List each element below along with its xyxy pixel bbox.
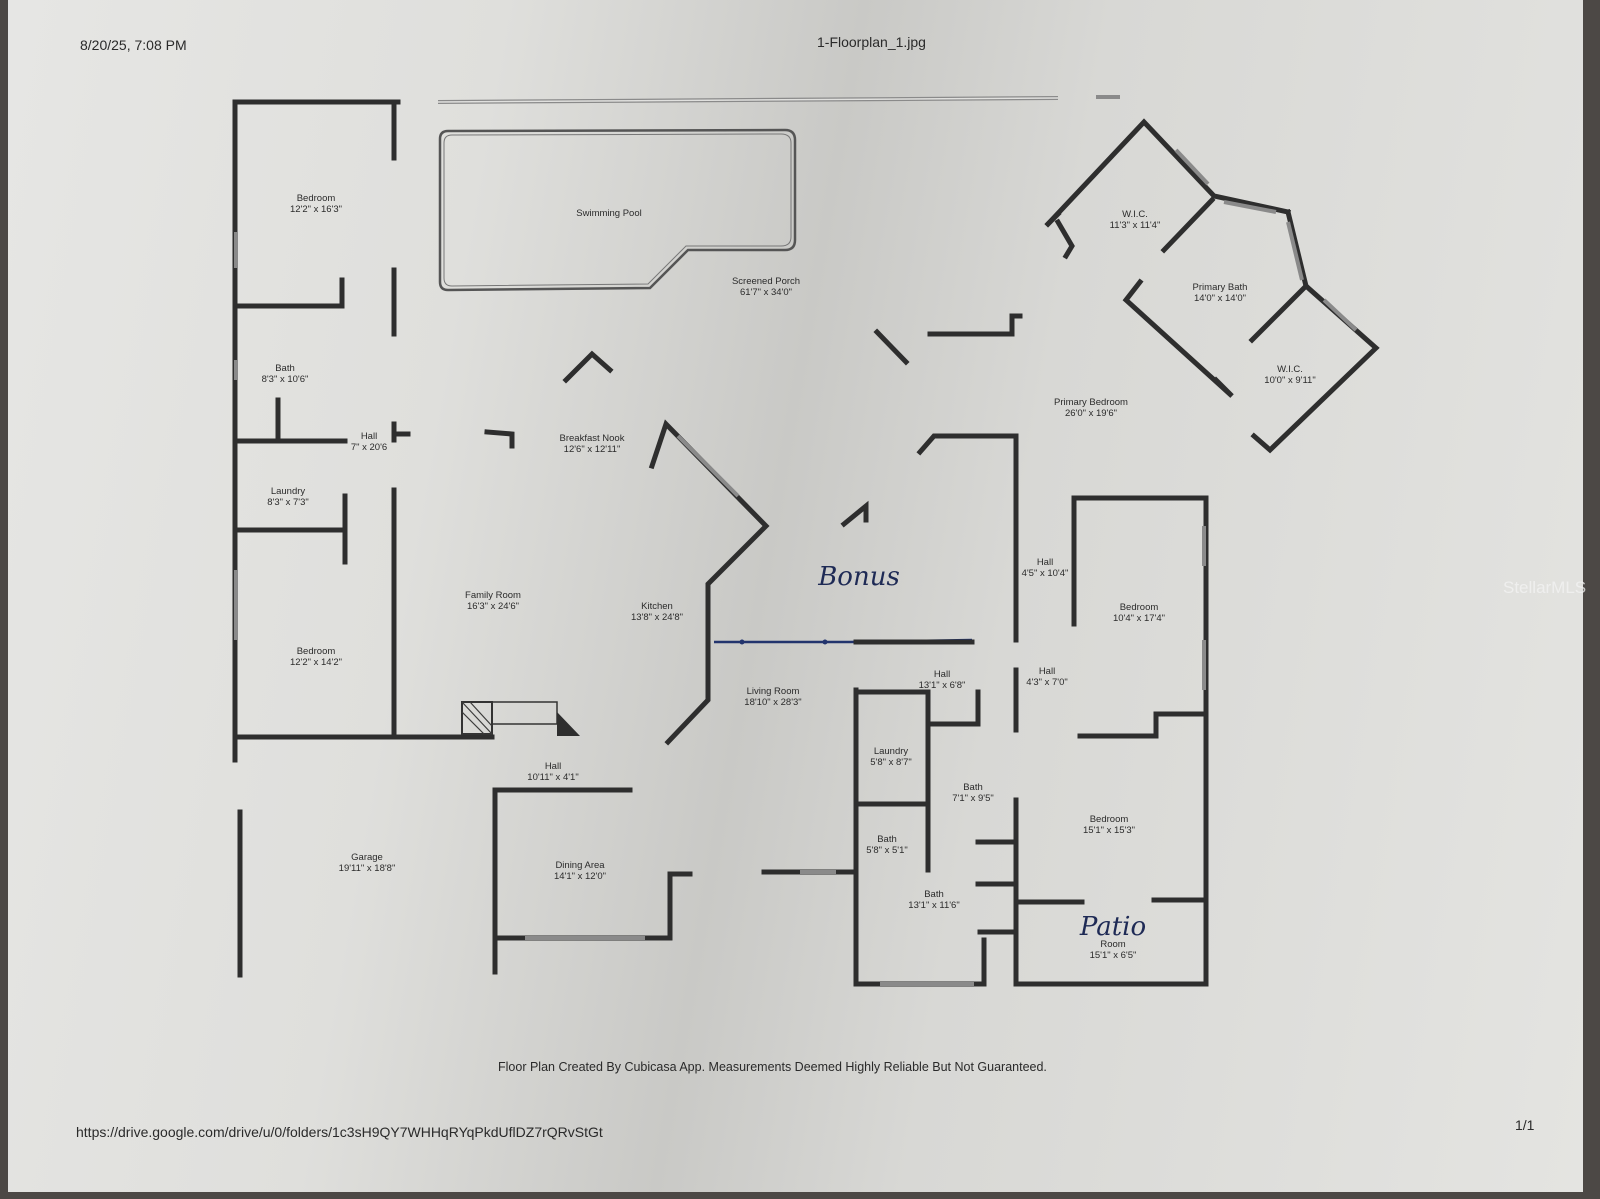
room-dims: 18'10" x 28'3" bbox=[744, 697, 801, 708]
kitchen-walls bbox=[484, 328, 910, 746]
east-bedroom-walls bbox=[1013, 495, 1209, 987]
room-dims: 11'3" x 11'4" bbox=[1110, 220, 1161, 231]
room-dims: 12'6" x 12'11" bbox=[564, 444, 621, 455]
central-block-walls bbox=[761, 639, 1019, 987]
room-dims: 5'8" x 8'7" bbox=[870, 757, 912, 768]
room-dims: 15'1" x 6'5" bbox=[1090, 950, 1137, 961]
room-dims: 13'8" x 24'8" bbox=[631, 612, 683, 623]
room-dims: 12'2" x 16'3" bbox=[290, 204, 342, 215]
print-datetime: 8/20/25, 7:08 PM bbox=[80, 37, 187, 53]
room-dims: 14'0" x 14'0" bbox=[1194, 293, 1246, 304]
handwritten-bonus: Bonus bbox=[817, 562, 900, 592]
print-filename: 1-Floorplan_1.jpg bbox=[817, 34, 926, 50]
handwritten-patio: Patio bbox=[1079, 912, 1146, 942]
room-name: Hall bbox=[1039, 666, 1055, 677]
room-name: Hall bbox=[1037, 557, 1053, 568]
room-dims: 15'1" x 15'3" bbox=[1083, 825, 1135, 836]
room-name: Primary Bedroom bbox=[1054, 397, 1128, 408]
room-dims: 13'1" x 6'8" bbox=[919, 680, 966, 691]
swimming-pool-outline bbox=[438, 128, 797, 292]
room-name: Swimming Pool bbox=[576, 208, 641, 219]
room-dims: 7'1" x 9'5" bbox=[952, 793, 994, 804]
room-name: Garage bbox=[351, 852, 383, 863]
room-dims: 10'4" x 17'4" bbox=[1113, 613, 1165, 624]
room-dims: 4'5" x 10'4" bbox=[1022, 568, 1069, 579]
room-name: Screened Porch bbox=[732, 276, 800, 287]
room-name: Bath bbox=[924, 889, 944, 900]
room-dims: 26'0" x 19'6" bbox=[1065, 408, 1117, 419]
room-dims: 5'8" x 5'1" bbox=[866, 845, 908, 856]
room-dims: 8'3" x 10'6" bbox=[262, 374, 309, 385]
page-number: 1/1 bbox=[1515, 1117, 1535, 1133]
room-name: W.I.C. bbox=[1277, 364, 1303, 375]
garage-dining-walls bbox=[237, 787, 693, 978]
room-name: W.I.C. bbox=[1122, 209, 1148, 220]
room-name: Hall bbox=[361, 431, 377, 442]
room-dims: 10'0" x 9'11" bbox=[1264, 375, 1315, 386]
room-name: Dining Area bbox=[555, 860, 605, 871]
room-name: Bath bbox=[963, 782, 983, 793]
room-dims: 19'11" x 18'8" bbox=[339, 863, 396, 874]
room-dims: 16'3" x 24'6" bbox=[467, 601, 519, 612]
room-name: Bath bbox=[877, 834, 897, 845]
room-name: Bath bbox=[275, 363, 295, 374]
disclaimer: Floor Plan Created By Cubicasa App. Meas… bbox=[498, 1060, 1047, 1074]
fireplace bbox=[461, 701, 580, 736]
room-dims: 8'3" x 7'3" bbox=[267, 497, 309, 508]
room-name: Laundry bbox=[271, 486, 306, 497]
room-name: Living Room bbox=[747, 686, 800, 697]
room-dims: 13'1" x 11'6" bbox=[908, 900, 959, 911]
room-name: Primary Bath bbox=[1193, 282, 1248, 293]
room-dims: 14'1" x 12'0" bbox=[554, 871, 606, 882]
room-name: Family Room bbox=[465, 590, 521, 601]
room-name: Laundry bbox=[874, 746, 909, 757]
drive-url: https://drive.google.com/drive/u/0/folde… bbox=[76, 1124, 603, 1140]
room-name: Bedroom bbox=[297, 646, 336, 657]
room-name: Breakfast Nook bbox=[560, 433, 625, 444]
room-dims: 61'7" x 34'0" bbox=[740, 287, 792, 298]
room-name: Bedroom bbox=[1090, 814, 1129, 825]
room-dims: 10'11" x 4'1" bbox=[527, 772, 578, 783]
room-name: Hall bbox=[545, 761, 561, 772]
primary-suite-walls bbox=[916, 118, 1380, 643]
room-name: Kitchen bbox=[641, 601, 673, 612]
room-labels: Bedroom 12'2" x 16'3" Bath 8'3" x 10'6" … bbox=[262, 193, 1316, 961]
room-dims: 4'3" x 7'0" bbox=[1026, 677, 1068, 688]
watermark: StellarMLS bbox=[1503, 578, 1587, 597]
room-dims: 7" x 20'6 bbox=[351, 442, 387, 453]
room-dims: 12'2" x 14'2" bbox=[290, 657, 342, 668]
porch-screen-line bbox=[437, 95, 1120, 104]
room-name: Bedroom bbox=[297, 193, 336, 204]
room-name: Hall bbox=[934, 669, 950, 680]
room-name: Bedroom bbox=[1120, 602, 1159, 613]
west-wing-walls bbox=[232, 99, 495, 763]
room-name: Room bbox=[1100, 939, 1125, 950]
